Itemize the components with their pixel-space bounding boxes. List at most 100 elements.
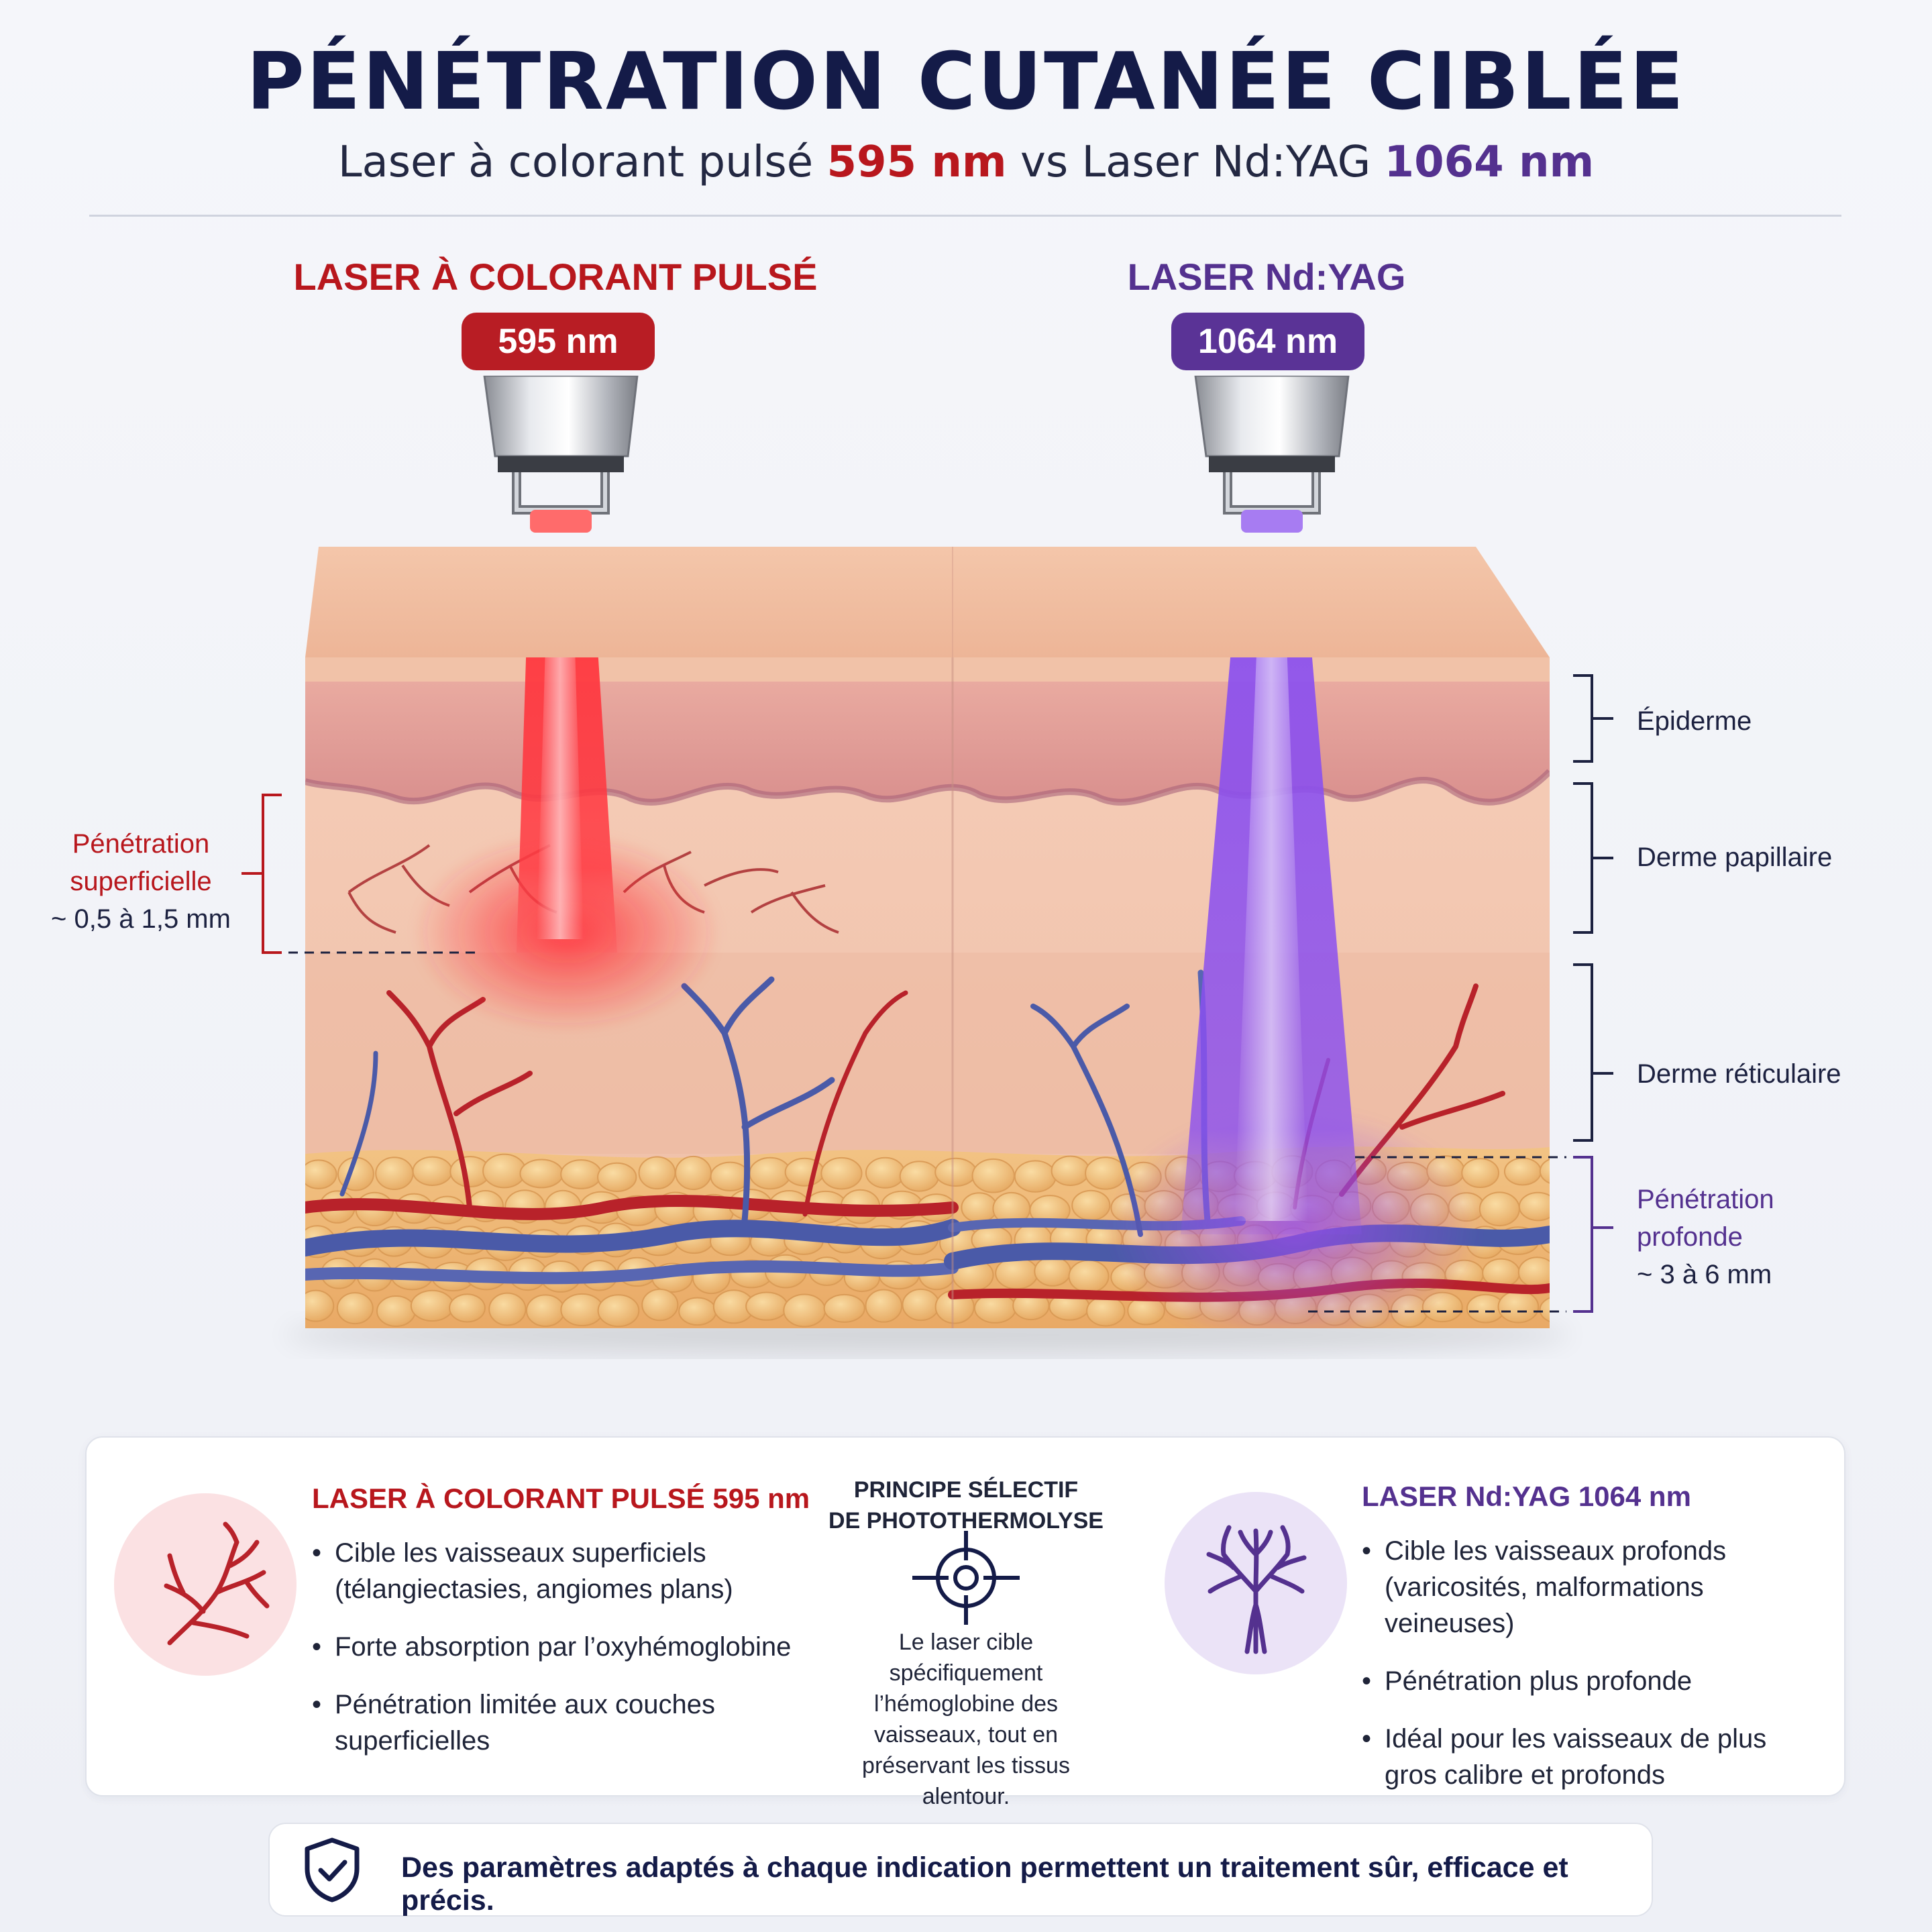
- principle-title-line1: PRINCIPE SÉLECTIF: [853, 1477, 1079, 1503]
- superficial-penetration-label: Pénétration superficielle ~ 0,5 à 1,5 mm: [40, 825, 241, 938]
- reticular-dermis-label: Derme réticulaire: [1637, 1059, 1841, 1089]
- fat-cell: [1539, 1297, 1550, 1323]
- fat-cell: [820, 1157, 863, 1190]
- fat-cell: [710, 1161, 751, 1192]
- fat-cell: [1071, 1189, 1111, 1221]
- fat-cell: [560, 1159, 602, 1189]
- deep-label-line1: Pénétration: [1637, 1185, 1774, 1214]
- fat-cell: [597, 1294, 640, 1328]
- superficial-label-line1: Pénétration: [72, 829, 210, 859]
- fat-cell: [1051, 1155, 1090, 1187]
- fat-cell: [336, 1292, 374, 1325]
- principle-title: PRINCIPE SÉLECTIF DE PHOTOTHERMOLYSE: [818, 1474, 1114, 1536]
- pdl-handpiece: [483, 376, 639, 533]
- pdl-wavelength-badge: 595 nm: [462, 313, 655, 370]
- subtitle-part: Laser à colorant pulsé: [337, 138, 827, 187]
- pdl-vessel-icon: [114, 1493, 297, 1676]
- fat-cell: [526, 1294, 566, 1328]
- ndyag-summary-title: LASER Nd:YAG 1064 nm: [1362, 1481, 1691, 1512]
- subtitle-pdl-wavelength: 595 nm: [826, 138, 1007, 187]
- fat-cell: [1497, 1290, 1540, 1324]
- reticular-bracket: [1573, 963, 1613, 1142]
- page-subtitle: Laser à colorant pulsé 595 nm vs Laser N…: [0, 138, 1932, 187]
- fat-cell: [1086, 1295, 1126, 1327]
- fat-cell: [678, 1297, 717, 1326]
- fat-cell: [783, 1293, 826, 1328]
- fat-cell: [1034, 1256, 1071, 1287]
- ndyag-wavelength-badge: 1064 nm: [1171, 313, 1364, 370]
- subtitle-ndyag-wavelength: 1064 nm: [1384, 138, 1595, 187]
- fat-cell: [934, 1157, 977, 1187]
- fat-cell: [902, 1288, 940, 1322]
- fat-cell: [519, 1159, 564, 1189]
- pdl-bullet-list: Cible les vaisseaux superficiels (télang…: [312, 1535, 828, 1780]
- fat-cell: [1517, 1256, 1550, 1289]
- ndyag-bullet-list: Cible les vaisseaux profonds (varicosité…: [1362, 1533, 1818, 1815]
- fat-cell: [560, 1293, 604, 1327]
- papillary-bracket: [1573, 782, 1613, 934]
- ndyag-laser-title: LASER Nd:YAG: [1127, 256, 1406, 298]
- superficial-depth: ~ 0,5 à 1,5 mm: [51, 904, 231, 934]
- pdl-laser-title: LASER À COLORANT PULSÉ: [293, 256, 818, 298]
- fat-cell: [675, 1155, 712, 1191]
- fat-cell: [375, 1157, 414, 1191]
- ndyag-handpiece: [1194, 376, 1350, 533]
- fat-cell: [1479, 1191, 1520, 1227]
- fat-cell: [641, 1288, 679, 1322]
- fat-cell: [865, 1289, 903, 1323]
- fat-cell: [597, 1162, 637, 1193]
- header-divider: [89, 215, 1841, 217]
- fat-cell: [1559, 1193, 1600, 1224]
- fat-cell: [961, 1192, 998, 1224]
- principle-description: Le laser cible spécifiquement l’hémoglob…: [862, 1629, 1070, 1809]
- skin-top-surface: [305, 547, 1550, 657]
- ndyag-tree-vessel-icon: [1165, 1492, 1347, 1674]
- deep-penetration-label: Pénétration profonde ~ 3 à 6 mm: [1637, 1181, 1774, 1293]
- fat-cell: [1014, 1160, 1057, 1193]
- fat-cell: [488, 1292, 527, 1326]
- fat-cell: [1556, 1258, 1596, 1286]
- deep-depth: ~ 3 à 6 mm: [1637, 1260, 1772, 1289]
- fat-cell: [482, 1153, 527, 1189]
- page-title: PÉNÉTRATION CUTANÉE CIBLÉE: [246, 35, 1686, 127]
- fat-cell: [638, 1156, 676, 1190]
- fat-cell: [823, 1293, 865, 1323]
- fat-cell: [412, 1156, 453, 1186]
- fat-cell: [376, 1295, 416, 1328]
- fat-cell: [1539, 1159, 1550, 1184]
- ndyag-bullet: Idéal pour les vaisseaux de plus gros ca…: [1362, 1721, 1818, 1793]
- deep-label-line2: profonde: [1637, 1222, 1743, 1252]
- footer-banner: [268, 1823, 1653, 1917]
- fat-cell: [410, 1289, 454, 1322]
- footer-message: Des paramètres adaptés à chaque indicati…: [401, 1851, 1568, 1917]
- fat-cell: [899, 1161, 940, 1192]
- pdl-bullet: Forte absorption par l’oxyhémoglobine: [312, 1629, 828, 1665]
- skin-cross-section-diagram: [241, 376, 1613, 1355]
- fat-cell: [865, 1157, 906, 1189]
- epidermis-label: Épiderme: [1637, 706, 1752, 736]
- fat-cell: [305, 1159, 337, 1189]
- left-vessels: [305, 976, 961, 1285]
- papillary-dermis-label: Derme papillaire: [1637, 843, 1833, 872]
- deep-penetration-bracket: [1573, 1156, 1613, 1313]
- superficial-label-line2: superficielle: [70, 867, 212, 896]
- fat-cell: [1068, 1259, 1110, 1293]
- fat-cell: [305, 1289, 335, 1322]
- subtitle-part: vs Laser Nd:YAG: [1006, 138, 1385, 187]
- fat-cell: [1518, 1191, 1550, 1222]
- fat-cell: [749, 1157, 792, 1190]
- shield-check-icon: [305, 1837, 360, 1902]
- pdl-summary-title: LASER À COLORANT PULSÉ 595 nm: [312, 1483, 810, 1514]
- fat-cell: [745, 1291, 788, 1321]
- target-crosshair-icon: [912, 1531, 1020, 1625]
- epidermis-bracket: [1573, 674, 1613, 763]
- principle-title-line2: DE PHOTOTHERMOLYSE: [828, 1508, 1104, 1534]
- fat-cell: [995, 1256, 1038, 1290]
- fat-cell: [1503, 1157, 1542, 1186]
- pdl-bullet: Pénétration limitée aux couches superfic…: [312, 1686, 828, 1759]
- ndyag-bullet: Cible les vaisseaux profonds (varicosité…: [1362, 1533, 1818, 1642]
- fat-cell: [971, 1158, 1015, 1193]
- fat-cell: [449, 1293, 486, 1323]
- ndyag-bullet: Pénétration plus profonde: [1362, 1663, 1818, 1699]
- superficial-penetration-bracket: [241, 794, 282, 954]
